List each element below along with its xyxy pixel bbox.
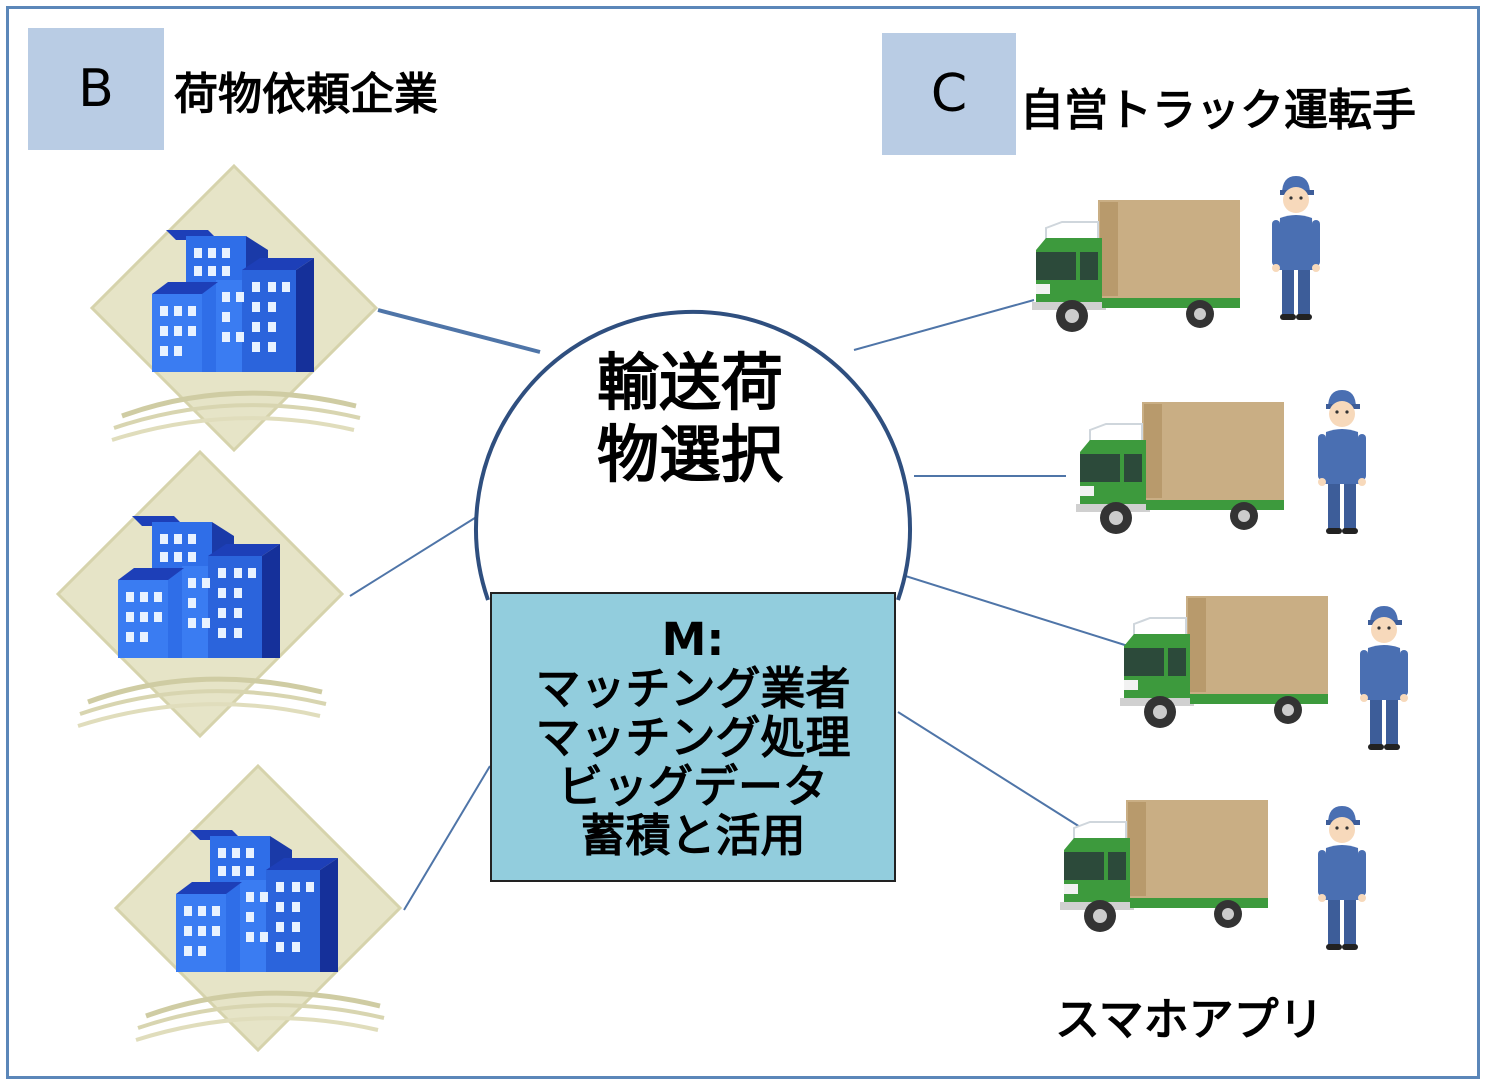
truck-icon: [1031, 199, 1241, 333]
connector-line: [377, 308, 541, 354]
party-b-title: 荷物依頼企業: [174, 69, 438, 120]
hub-circle: [474, 309, 912, 601]
matcher-label-line: M:: [661, 612, 725, 666]
party-c-tag: C: [882, 33, 1016, 155]
driver-icon: [1318, 806, 1366, 950]
office-building-icon: [92, 166, 376, 450]
hub-label-line: 物選択: [596, 418, 783, 491]
office-building-icon: [116, 766, 400, 1050]
truck-icon: [1119, 595, 1329, 729]
connectors: [349, 299, 1129, 911]
truck-icon: [1059, 799, 1269, 933]
driver-icon: [1272, 176, 1320, 320]
matcher-label-line: マッチング業者: [535, 661, 851, 715]
connector-line: [349, 515, 479, 597]
party-b-tag: B: [28, 28, 164, 150]
truck-icon: [1075, 401, 1285, 535]
diagram-frame: [6, 6, 1480, 1079]
connector-line: [403, 765, 491, 911]
driver-icon: [1318, 390, 1366, 534]
matcher-label-line: マッチング処理: [535, 710, 851, 764]
matcher-label-line: 蓄積と活用: [580, 808, 806, 862]
matcher-box: M: マッチング業者 マッチング処理 ビッグデータ 蓄積と活用: [490, 592, 896, 882]
connector-line: [853, 299, 1035, 351]
office-building-icon: [58, 452, 342, 736]
matcher-label-line: ビッグデータ: [557, 759, 828, 813]
smartphone-app-label: スマホアプリ: [1055, 993, 1324, 1046]
connector-line: [879, 567, 1129, 647]
driver-icon: [1360, 606, 1408, 750]
hub-label-line: 輸送荷: [596, 346, 783, 419]
connector-line: [897, 711, 1089, 833]
party-c-title: 自営トラック運転手: [1020, 85, 1416, 136]
